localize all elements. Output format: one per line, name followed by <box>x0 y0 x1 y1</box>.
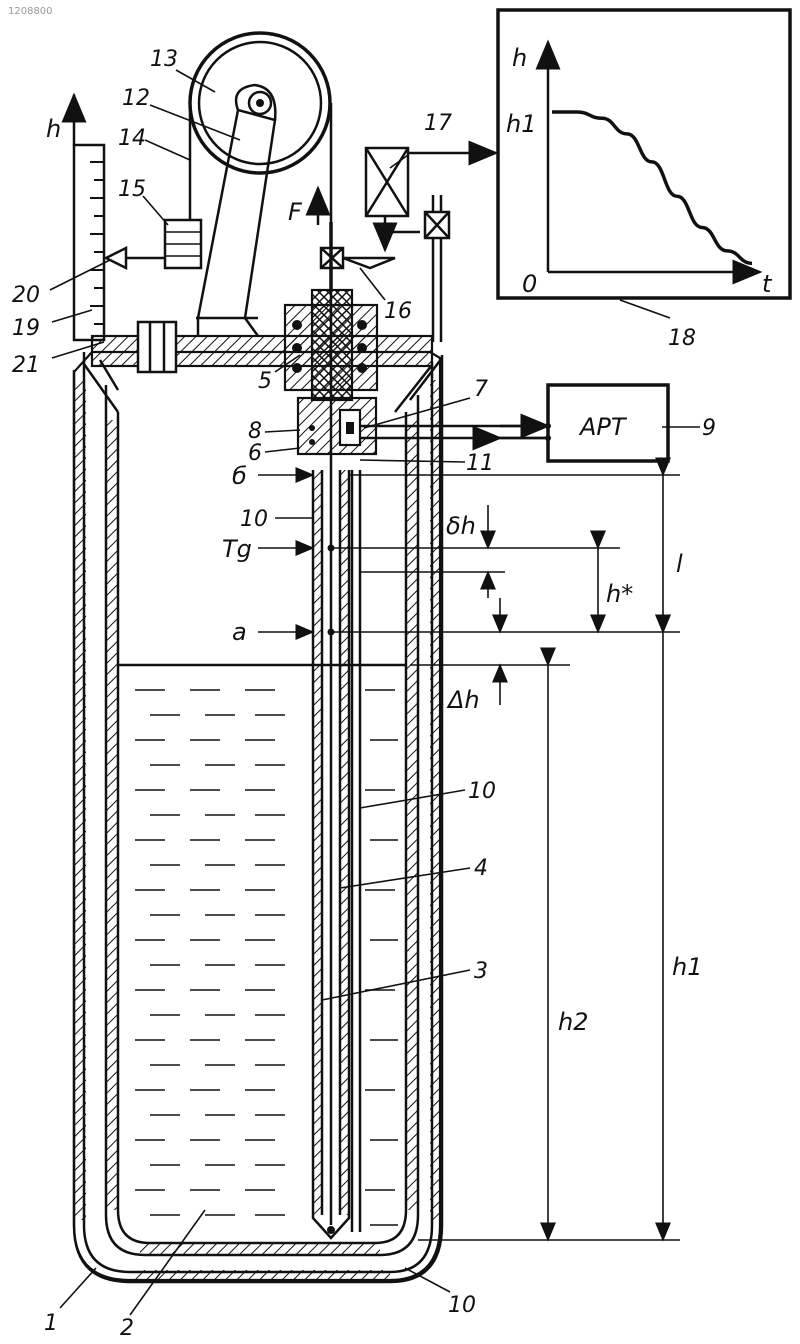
label-b: б <box>232 462 247 490</box>
part-3: 3 <box>474 959 488 984</box>
cryogenic-liquid <box>118 665 406 1225</box>
part-12: 12 <box>122 86 150 111</box>
label-delta-h: Δh <box>446 686 480 714</box>
part-13: 13 <box>150 47 178 72</box>
label-h-star: h* <box>606 580 633 608</box>
controller-label: АРТ <box>578 413 628 441</box>
recorder-curve <box>552 112 752 263</box>
part-14: 14 <box>118 126 146 151</box>
part-11: 11 <box>466 451 494 476</box>
recorder-y-label: h <box>512 44 527 72</box>
label-a: a <box>232 618 247 646</box>
part-6: 6 <box>248 441 262 466</box>
label-l: l <box>676 550 683 578</box>
part-21: 21 <box>12 353 40 378</box>
recorder-origin-label: 0 <box>522 270 537 298</box>
part-5: 5 <box>258 369 272 394</box>
force-arrow: F <box>288 188 318 226</box>
part-17: 17 <box>424 111 452 136</box>
part-18: 18 <box>668 326 696 351</box>
recorder-x-label: t <box>762 270 773 298</box>
label-tg: Tg <box>222 535 252 563</box>
watermark: 1208800 <box>8 6 53 17</box>
part-2: 2 <box>120 1316 134 1341</box>
part-16: 16 <box>384 299 412 324</box>
part-7: 7 <box>474 377 488 402</box>
part-19: 19 <box>12 316 40 341</box>
part-10-a: 10 <box>240 507 268 532</box>
dewar-vessel <box>74 352 442 1282</box>
force-label: F <box>288 198 303 226</box>
scale-axis-label: h <box>46 115 61 143</box>
part-4: 4 <box>474 856 488 881</box>
level-scale: h <box>46 95 104 340</box>
part-1: 1 <box>44 1311 58 1336</box>
part-10-c: 10 <box>448 1293 476 1318</box>
part-10-b: 10 <box>468 779 496 804</box>
label-delta-h-small: δh <box>446 512 476 540</box>
recorder-box: h t 0 h1 <box>498 10 790 298</box>
part-15: 15 <box>118 177 146 202</box>
recorder-h1-label: h1 <box>506 110 536 138</box>
part-9: 9 <box>702 416 716 441</box>
label-h1: h1 <box>672 953 702 981</box>
lid-plate <box>92 322 432 372</box>
part-20: 20 <box>12 283 40 308</box>
label-h2: h2 <box>558 1008 588 1036</box>
dimension-lines: б Tg a δh h* l Δh h1 h2 <box>222 462 702 1240</box>
